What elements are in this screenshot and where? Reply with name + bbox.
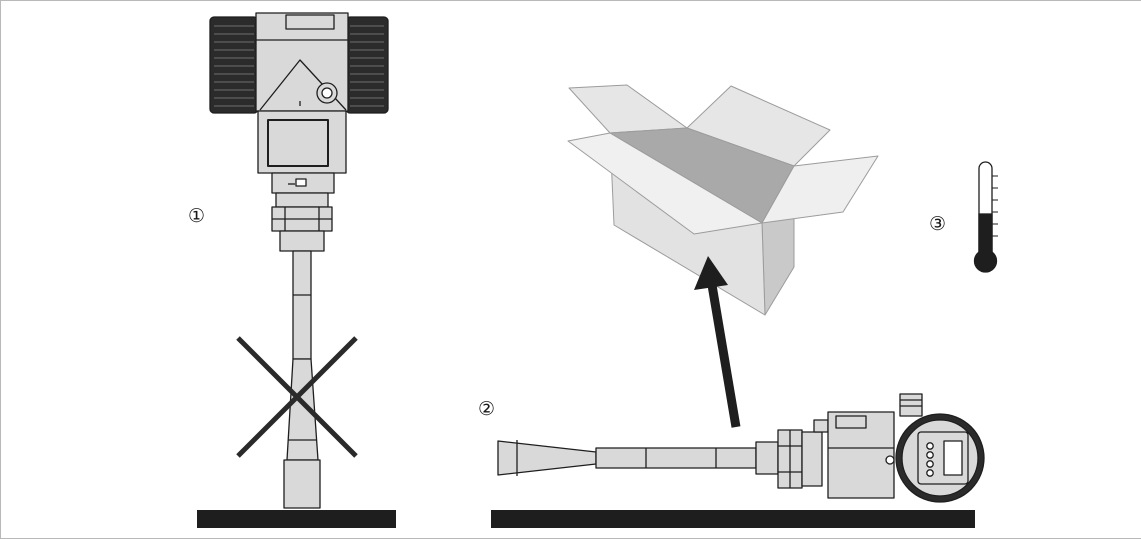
- step-1-label: ①: [188, 205, 205, 227]
- arrow-up-icon: [694, 256, 741, 428]
- lying-radar-device-icon: [497, 393, 985, 503]
- ground-surface-right: [491, 510, 975, 528]
- thermometer-icon: [973, 161, 998, 273]
- upright-radar-device-icon: [209, 12, 389, 509]
- step-3-label: ③: [929, 213, 946, 235]
- cardboard-box-icon: [567, 84, 879, 316]
- ground-surface-left: [197, 510, 396, 528]
- step-2-label: ②: [478, 398, 495, 420]
- prohibited-cross-icon: [236, 336, 358, 458]
